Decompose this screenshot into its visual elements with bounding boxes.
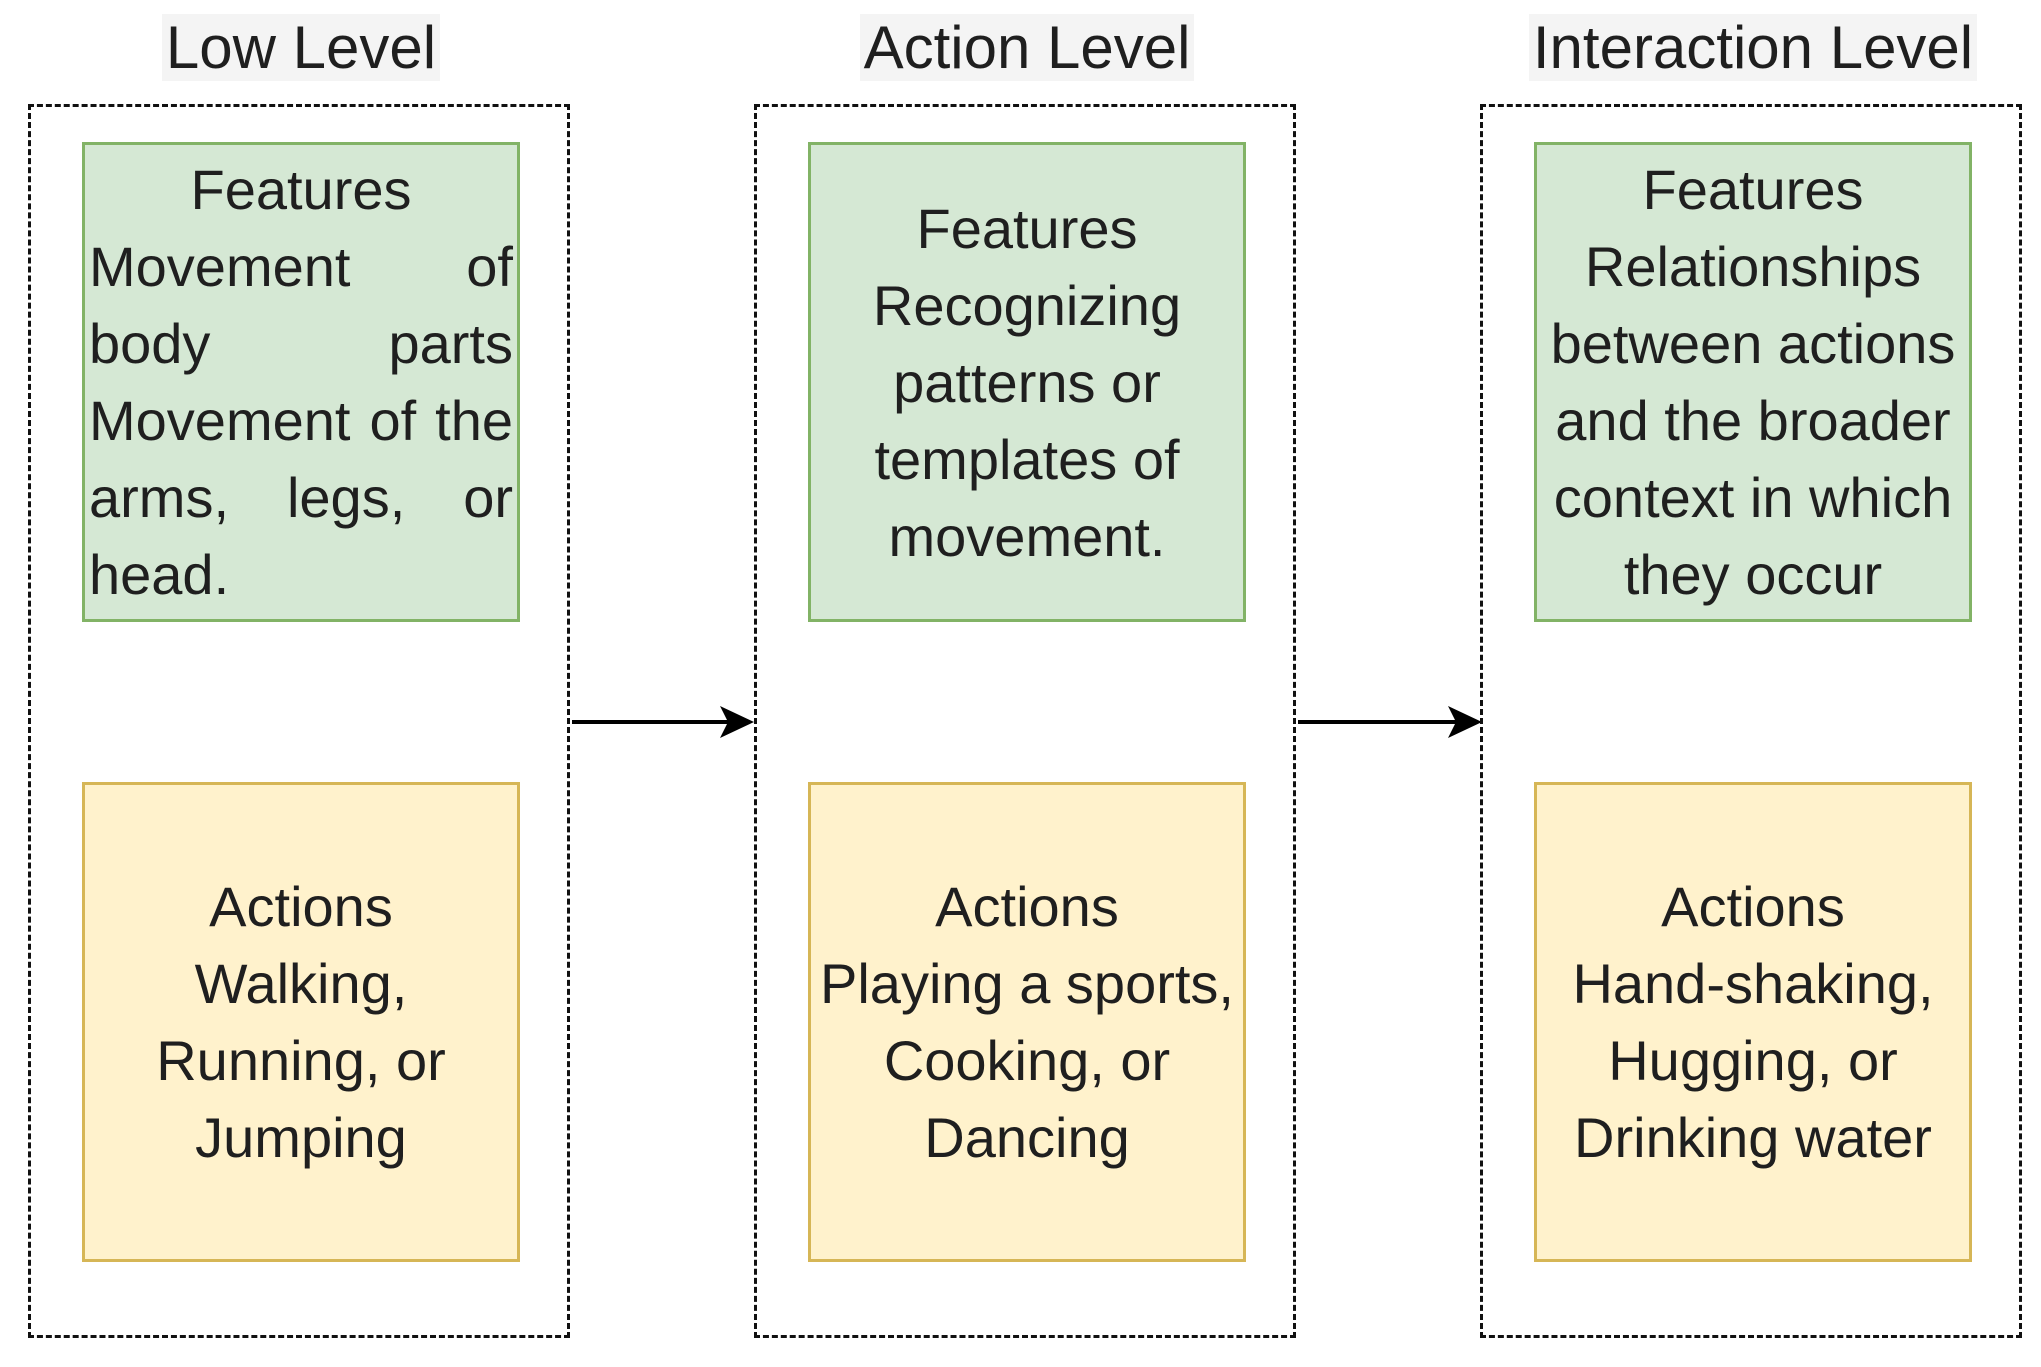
features-box: Features Relationships between actions a… (1534, 142, 1972, 622)
actions-box: Actions Playing a sports, Cooking, or Da… (808, 782, 1246, 1262)
actions-text: Hand-shaking, Hugging, or Drinking water (1572, 952, 1934, 1169)
column-title: Low Level (28, 10, 574, 86)
arrow-connector (572, 706, 754, 738)
level-container (1480, 104, 2022, 1338)
features-heading: Features (1642, 158, 1864, 221)
action-level-column: Action Level Features Recognizing patter… (754, 0, 1300, 1350)
level-container (28, 104, 570, 1338)
level-container (754, 104, 1296, 1338)
actions-box: Actions Walking, Running, or Jumping (82, 782, 520, 1262)
features-heading: Features (190, 158, 412, 221)
features-box: Features Recognizing patterns or templat… (808, 142, 1246, 622)
actions-box: Actions Hand-shaking, Hugging, or Drinki… (1534, 782, 1972, 1262)
arrow-connector (1298, 706, 1482, 738)
features-box: Features Movement of body parts Movement… (82, 142, 520, 622)
actions-heading: Actions (935, 875, 1119, 938)
features-text: Movement of body parts Movement of the a… (89, 235, 513, 606)
actions-text: Playing a sports, Cooking, or Dancing (820, 952, 1234, 1169)
actions-text: Walking, Running, or Jumping (156, 952, 446, 1169)
features-text: Relationships between actions and the br… (1550, 235, 1956, 606)
features-heading: Features (916, 196, 1138, 260)
column-title: Action Level (754, 10, 1300, 86)
column-title: Interaction Level (1480, 10, 2026, 86)
features-text: Recognizing patterns or templates of mov… (872, 273, 1182, 568)
actions-heading: Actions (1661, 875, 1845, 938)
low-level-column: Low Level Features Movement of body part… (28, 0, 574, 1350)
interaction-level-column: Interaction Level Features Relationships… (1480, 0, 2026, 1350)
actions-heading: Actions (209, 875, 393, 938)
